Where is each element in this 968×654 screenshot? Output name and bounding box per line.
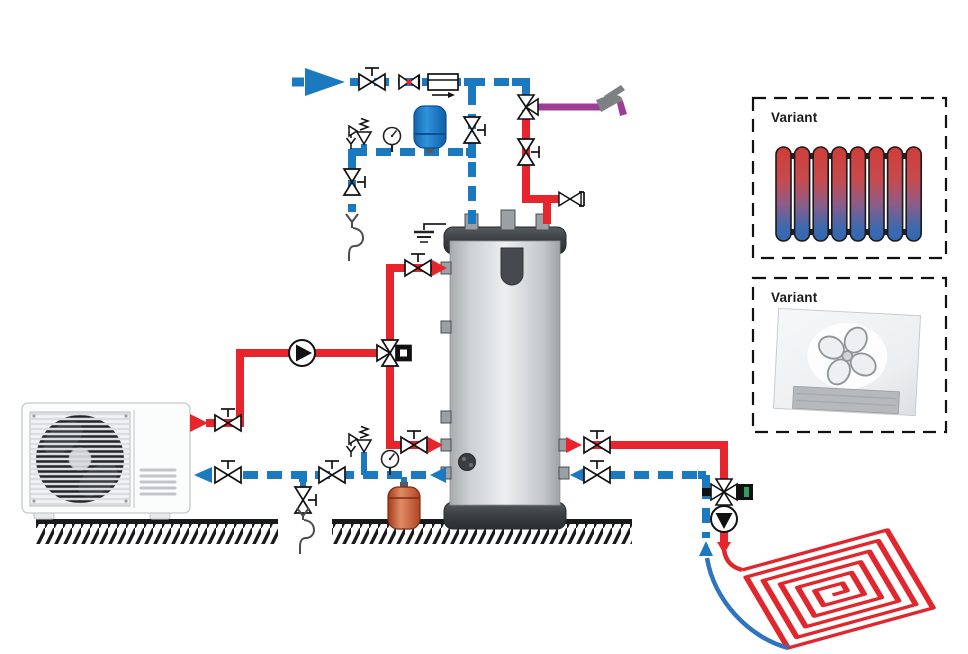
expansion-vessel-potable-icon [413, 105, 447, 153]
variant-label-2: Variant [771, 290, 818, 305]
heating-return-arrow-icon [570, 467, 586, 483]
ground-hatch-left [36, 519, 278, 544]
floor-return-connector [704, 557, 789, 651]
underfloor-heating-coil [704, 528, 936, 651]
tank-return-arrow-icon [430, 467, 446, 483]
fittings [214, 67, 753, 554]
dhw-storage-tank [414, 209, 570, 530]
faucet-icon [596, 85, 627, 116]
variant-box-fan-coil: Variant [751, 276, 948, 434]
flow-arrows [190, 68, 731, 556]
circulation-pump-icon [710, 505, 738, 533]
hp-return-arrow-icon [194, 467, 212, 483]
shutoff-valve-icon [358, 67, 386, 91]
outlet-grille-icon [792, 385, 900, 415]
drain-hose-icon [345, 213, 365, 261]
fan-icon [818, 326, 877, 386]
variant-label-1: Variant [771, 110, 818, 125]
three-way-valve-icon [376, 339, 412, 367]
shutoff-valve-icon [463, 116, 486, 144]
variant-box-radiator: Variant [751, 96, 948, 260]
expansion-vessel-heating-icon [387, 482, 421, 530]
shutoff-valve-icon [214, 460, 242, 484]
louver-grille-icon [31, 412, 129, 506]
tank-internal-column [500, 247, 524, 286]
ground-symbol-icon [414, 223, 446, 243]
capped-drain-valve-icon [558, 191, 585, 207]
heating-supply-arrow-icon [566, 437, 582, 453]
side-vents [139, 468, 177, 496]
hp-supply-arrow-icon [190, 414, 208, 432]
water-meter-icon [427, 73, 459, 98]
heat-pump-outdoor-unit [21, 402, 191, 520]
cold-water-pipes [243, 78, 710, 538]
drain-hose-icon [296, 507, 316, 554]
radiator-icon [775, 146, 923, 242]
floor-supply-connector [721, 549, 743, 573]
cold-water-inlet-arrow-icon [292, 68, 345, 96]
grille-screws [32, 414, 128, 503]
floor-return-arrow-icon [699, 541, 713, 556]
floor-supply-arrow-icon [717, 542, 731, 554]
coil-lower-inlet-arrow-icon [428, 437, 443, 453]
coil-upper-inlet-arrow-icon [432, 260, 447, 276]
tank-flange-boss [458, 453, 476, 471]
four-way-mixing-valve-icon [702, 478, 753, 506]
safety-valve-group-icon [345, 425, 372, 458]
shutoff-valve-icon [318, 460, 346, 484]
check-valve-icon [397, 73, 421, 91]
circulation-pump-icon [288, 339, 316, 367]
water-stream [617, 101, 627, 116]
thermostatic-mixing-valve-icon [516, 94, 539, 120]
shutoff-valve-icon [583, 460, 611, 484]
fan-coil-unit-icon [772, 307, 922, 417]
safety-valve-group-icon [345, 117, 372, 150]
